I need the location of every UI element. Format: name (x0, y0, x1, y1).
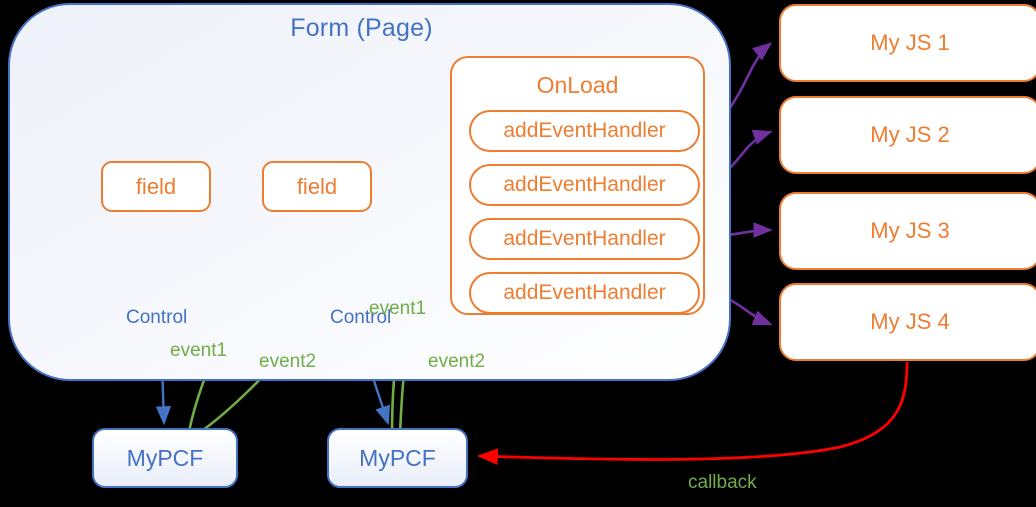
my-js-box-3[interactable]: My JS 3 (779, 192, 1036, 270)
my-js-box-1[interactable]: My JS 1 (779, 4, 1036, 82)
edge-callback-myjs4-pcf2 (476, 361, 909, 465)
edge-label-control-2: Control (330, 307, 392, 328)
add-event-handler-2[interactable]: addEventHandler (469, 164, 700, 206)
my-js-box-2[interactable]: My JS 2 (779, 96, 1036, 174)
mypcf-box-2[interactable]: MyPCF (327, 428, 468, 488)
edge-label-control-1: Control (126, 307, 188, 328)
field-box-1[interactable]: field (101, 161, 211, 212)
onload-title: OnLoad (536, 72, 619, 98)
page-title: Form (Page) (290, 14, 433, 42)
add-event-handler-4[interactable]: addEventHandler (469, 272, 700, 314)
onload-container: OnLoad addEventHandler addEventHandler a… (450, 56, 705, 315)
field-box-2[interactable]: field (262, 161, 372, 212)
edge-label-callback: callback (688, 472, 757, 493)
add-event-handler-1[interactable]: addEventHandler (469, 110, 700, 152)
edge-label-event2-1: event2 (259, 351, 317, 372)
edge-label-event2-2: event2 (428, 351, 486, 372)
add-event-handler-3[interactable]: addEventHandler (469, 218, 700, 260)
edge-label-event1-1: event1 (170, 340, 228, 361)
mypcf-box-1[interactable]: MyPCF (92, 428, 238, 488)
my-js-box-4[interactable]: My JS 4 (779, 283, 1036, 361)
edge-label-event1-2: event1 (369, 298, 427, 319)
